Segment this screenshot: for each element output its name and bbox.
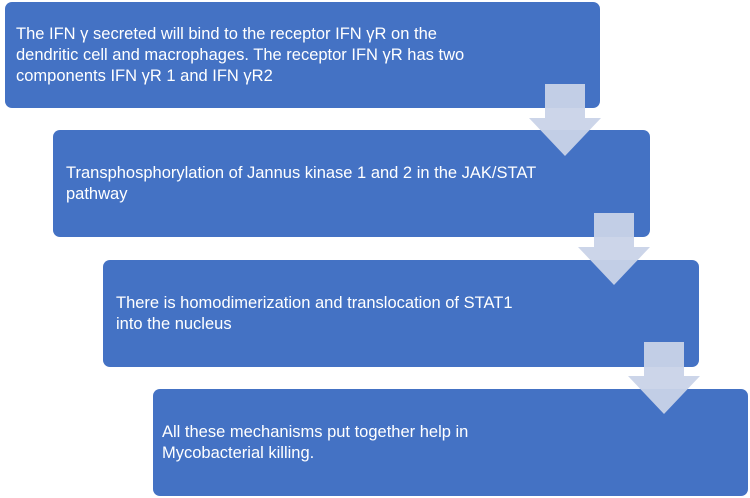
process-step-3: There is homodimerization and translocat… xyxy=(103,260,699,367)
process-step-4: All these mechanisms put together help i… xyxy=(153,389,748,496)
step-4-text: All these mechanisms put together help i… xyxy=(162,422,469,462)
process-step-2: Transphosphorylation of Jannus kinase 1 … xyxy=(53,130,650,237)
step-3-text: There is homodimerization and translocat… xyxy=(116,293,513,333)
step-1-text: The IFN γ secreted will bind to the rece… xyxy=(16,24,465,85)
process-step-1: The IFN γ secreted will bind to the rece… xyxy=(5,2,600,108)
step-2-text: Transphosphorylation of Jannus kinase 1 … xyxy=(66,163,536,203)
down-arrow-1-icon xyxy=(529,84,601,156)
down-arrow-3-icon xyxy=(628,342,700,414)
down-arrow-2-icon xyxy=(578,213,650,285)
